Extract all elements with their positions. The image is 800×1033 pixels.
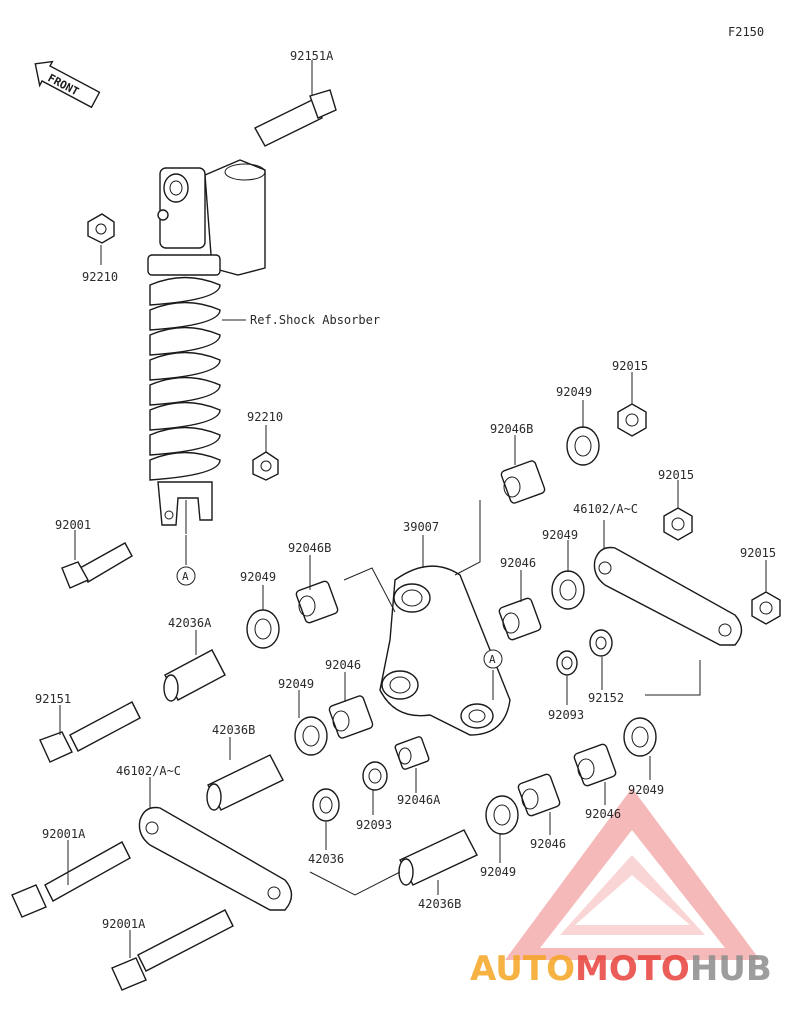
callout-a-right-text: A xyxy=(489,653,496,666)
label-92151a: 92151A xyxy=(290,49,334,63)
watermark-text: AUTOMOTOHUB xyxy=(470,949,772,989)
shock-spring xyxy=(149,276,221,481)
label-92015-top: 92015 xyxy=(612,359,648,373)
watermark-logo xyxy=(505,788,760,960)
label-92046-bottom-1: 92046 xyxy=(530,837,566,851)
label-92001: 92001 xyxy=(55,518,91,532)
collar-42036a xyxy=(163,649,226,702)
label-92049-left-top: 92049 xyxy=(240,570,276,584)
watermark-auto: AUTO xyxy=(470,949,575,989)
label-92046-center-left: 92046 xyxy=(325,658,361,672)
bolt-92001a-top xyxy=(11,841,131,918)
label-92152: 92152 xyxy=(588,691,624,705)
bolt-92001 xyxy=(61,542,133,589)
label-92046-bottom-2: 92046 xyxy=(585,807,621,821)
bushing-92046-center-left xyxy=(328,695,374,739)
label-92015-mid: 92015 xyxy=(658,468,694,482)
collar-42036b-bottom xyxy=(398,829,478,886)
label-92049-top: 92049 xyxy=(556,385,592,399)
label-39007: 39007 xyxy=(403,520,439,534)
bolt-92001a-bottom xyxy=(111,909,234,991)
callout-a-left-text: A xyxy=(182,570,189,583)
label-92049-center: 92049 xyxy=(542,528,578,542)
label-92046-center: 92046 xyxy=(500,556,536,570)
nut-92210-top xyxy=(87,213,115,244)
bolt-92151a xyxy=(254,89,337,147)
label-92001a-bottom: 92001A xyxy=(102,917,146,931)
label-92049-bottom: 92049 xyxy=(480,865,516,879)
seal-rings xyxy=(362,629,613,791)
bushing-92046-center xyxy=(498,597,542,641)
rod-46102-left xyxy=(138,806,293,911)
bushing-92046-bottom-1 xyxy=(517,773,561,817)
label-42036: 42036 xyxy=(308,852,344,866)
part-labels: 92151A 92210 92210 92001 92046B 92049 92… xyxy=(35,49,776,931)
shock-absorber xyxy=(147,159,266,526)
label-46102-right: 46102/A~C xyxy=(573,502,638,516)
label-92210-top: 92210 xyxy=(82,270,118,284)
label-92046a: 92046A xyxy=(397,793,441,807)
washer-92049-rings xyxy=(246,426,657,835)
label-42036b-top: 42036B xyxy=(212,723,255,737)
bushing-92046b-top xyxy=(500,460,546,504)
figure-code: F2150 xyxy=(728,25,764,39)
callout-a-right: A xyxy=(483,649,503,669)
front-arrow-icon: FRONT xyxy=(34,60,101,109)
watermark-hub: HUB xyxy=(690,949,772,989)
bushing-92046-bottom-2 xyxy=(573,743,617,787)
bushing-92046b-left xyxy=(295,580,339,624)
bolt-92151 xyxy=(39,701,141,763)
label-92210-lower: 92210 xyxy=(247,410,283,424)
callout-a-left: A xyxy=(176,566,196,586)
label-92001a-top: 92001A xyxy=(42,827,86,841)
label-92093-right: 92093 xyxy=(548,708,584,722)
flange-nut-92015 xyxy=(617,403,781,625)
rod-46102-right xyxy=(593,546,743,646)
label-92015-right: 92015 xyxy=(740,546,776,560)
reference-label: Ref.Shock Absorber xyxy=(250,313,380,327)
svg-text:AUTOMOTOHUB: AUTOMOTOHUB xyxy=(470,949,772,989)
label-92151: 92151 xyxy=(35,692,71,706)
label-42036b-bottom: 42036B xyxy=(418,897,461,911)
link-39007 xyxy=(379,565,511,736)
leader-lines xyxy=(59,60,767,958)
watermark-moto: MOTO xyxy=(575,949,690,989)
collar-42036 xyxy=(312,788,340,822)
collar-42036b-top xyxy=(206,754,284,811)
label-92049-bottom-right: 92049 xyxy=(628,783,664,797)
label-92093-center: 92093 xyxy=(356,818,392,832)
label-92046b-left: 92046B xyxy=(288,541,331,555)
label-92049-left: 92049 xyxy=(278,677,314,691)
label-46102-left: 46102/A~C xyxy=(116,764,181,778)
nut-92210-lower xyxy=(252,451,279,481)
label-92046b-top: 92046B xyxy=(490,422,533,436)
bearing-92046a xyxy=(394,736,430,770)
label-42036a: 42036A xyxy=(168,616,212,630)
